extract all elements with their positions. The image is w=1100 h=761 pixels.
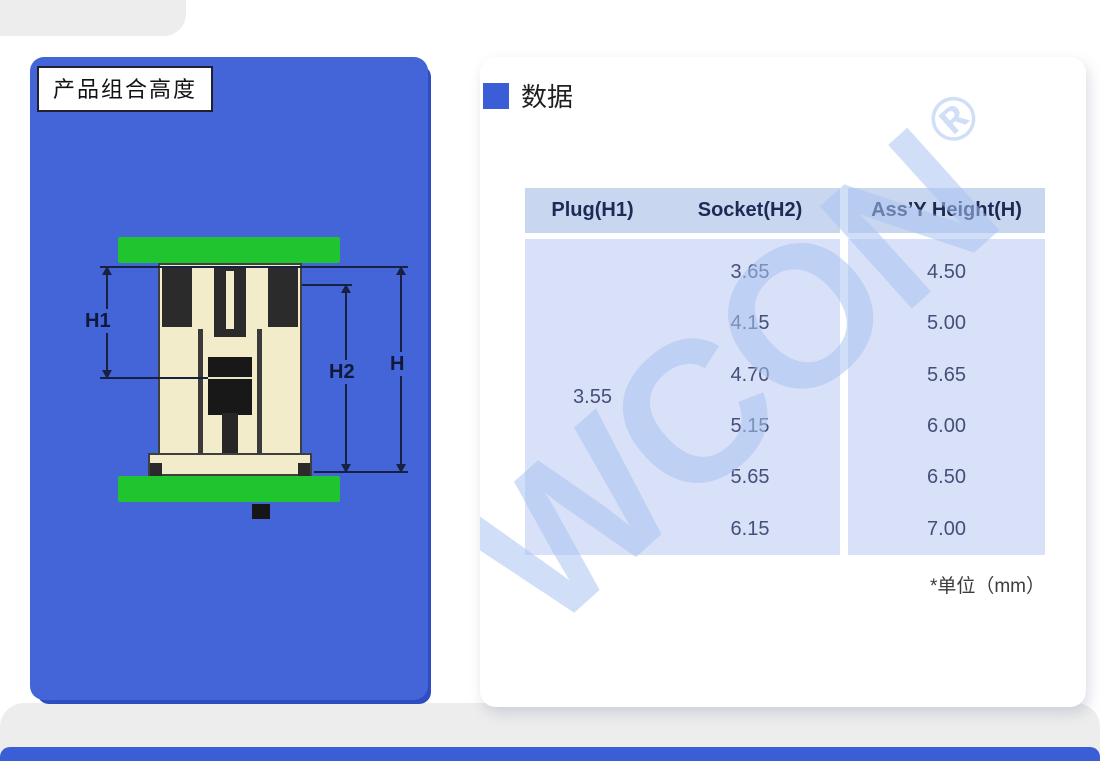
section-title: 数据: [521, 82, 574, 112]
arrow-h-top: [396, 266, 406, 275]
registered-mark-icon: ®: [913, 78, 995, 161]
arrow-h-bottom: [396, 464, 406, 473]
socket-value: 4.70: [730, 363, 770, 386]
assy-value: 6.50: [927, 466, 966, 489]
assy-value: 4.50: [927, 261, 966, 284]
contact-right: [257, 329, 262, 454]
connector-bottom-flange: [148, 453, 312, 476]
dim-ext-h1-bottom: [100, 377, 238, 379]
solder-nub: [252, 504, 270, 519]
section-bullet-icon: [483, 82, 509, 109]
spec-table: Plug(H1) Socket(H2) Ass’Y Height(H) 3.55…: [525, 188, 1045, 598]
diagram-panel: 产品组合高度 H1 H2 H: [30, 57, 428, 700]
plug-column: 3.55: [525, 239, 660, 555]
socket-value: 4.15: [730, 312, 770, 335]
dim-label-h: H: [387, 352, 408, 376]
header-socket: Socket(H2): [697, 199, 803, 221]
header-plug: Plug(H1): [551, 199, 634, 221]
section-header: 数据: [483, 77, 573, 114]
arrow-h2-top: [341, 284, 351, 293]
arrow-h1-top: [102, 266, 112, 275]
dim-ext-h1-overlay: [208, 377, 252, 379]
connector-housing-right: [268, 267, 298, 327]
dim-ext-h2-top: [302, 284, 352, 286]
assy-value: 6.00: [927, 415, 966, 438]
plug-value: 3.55: [573, 385, 612, 408]
connector-center-column: [222, 413, 238, 461]
assy-value: 5.65: [927, 363, 966, 386]
corner-decoration: [0, 0, 186, 36]
socket-value: 5.65: [730, 466, 770, 489]
assy-column: 4.50 5.00 5.65 6.00 6.50 7.00: [848, 239, 1045, 555]
spec-table-header: Plug(H1) Socket(H2) Ass’Y Height(H): [525, 188, 1045, 233]
connector-housing-left: [162, 267, 192, 327]
socket-value: 6.15: [730, 517, 770, 540]
pcb-top: [118, 237, 340, 263]
assy-value: 7.00: [927, 517, 966, 540]
header-left-block: Plug(H1) Socket(H2): [525, 188, 840, 233]
dim-label-h2: H2: [326, 360, 358, 384]
arrow-h1-bottom: [102, 370, 112, 379]
connector-center-pin: [226, 271, 234, 329]
pcb-bottom: [118, 476, 340, 502]
socket-value: 5.15: [730, 415, 770, 438]
data-panel: 数据 WCON® Plug(H1) Socket(H2) Ass’Y Heigh…: [480, 57, 1086, 707]
assy-value: 5.00: [927, 312, 966, 335]
body-left-block: 3.55 3.65 4.15 4.70 5.15 5.65 6.15: [525, 239, 840, 555]
dim-ext-bottom: [314, 471, 408, 473]
socket-value: 3.65: [730, 261, 770, 284]
connector-foot-right: [298, 463, 310, 476]
spec-table-body: 3.55 3.65 4.15 4.70 5.15 5.65 6.15 4.50 …: [525, 239, 1045, 555]
dim-ext-top: [100, 266, 408, 268]
diagram-panel-title: 产品组合高度: [37, 66, 214, 112]
bottom-blue-bar: [0, 747, 1100, 761]
dim-label-h1: H1: [82, 309, 114, 333]
contact-left: [198, 329, 203, 454]
connector-foot-left: [150, 463, 162, 476]
socket-column: 3.65 4.15 4.70 5.15 5.65 6.15: [660, 239, 840, 555]
connector-mid-block: [208, 357, 252, 415]
arrow-h2-bottom: [341, 464, 351, 473]
unit-note: *单位（mm）: [929, 576, 1045, 597]
header-assy-height: Ass’Y Height(H): [848, 188, 1045, 233]
